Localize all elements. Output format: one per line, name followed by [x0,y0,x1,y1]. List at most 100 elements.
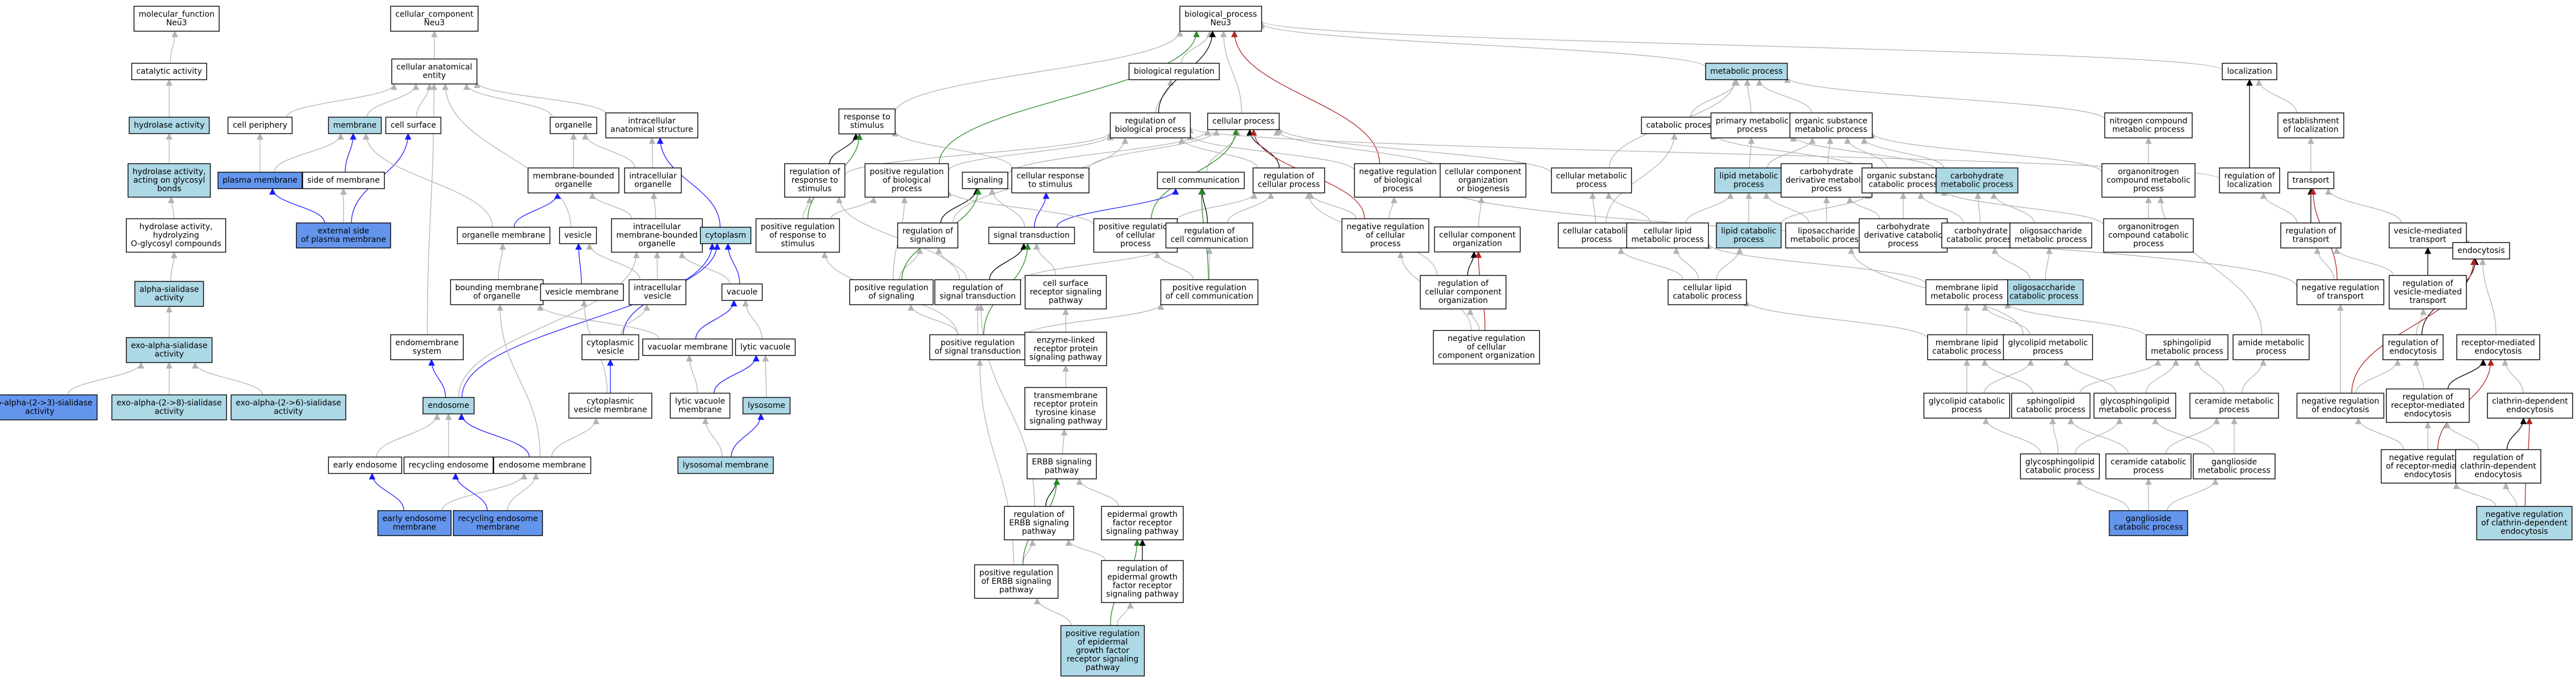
term-label: intracellular [628,117,676,126]
term-label: metabolic process [1941,180,2013,189]
term-box [624,167,682,193]
relation-edge-earlyendomem-to-earlyendo [368,473,404,511]
term-box [642,338,733,356]
term-node-plasmamem: plasma membrane [217,171,303,189]
term-label: glycolipid catabolic [1929,397,2005,406]
relation-edge-glycosphmet-to-sphingomet [2146,359,2180,394]
relation-edge-posregbp-to-regbp [948,133,1114,171]
term-label: metabolic process [2099,406,2171,415]
term-box [1160,279,1259,305]
term-label: O-glycosyl compounds [131,239,221,249]
term-label: of epidermal [1078,638,1128,647]
relation-edge-localization-to-bp [1258,20,2223,71]
term-box [2455,449,2541,484]
relation-edge-regrecmed-to-regendo [2412,359,2424,389]
relation-edge-posregsigtrans-to-posregsig [907,304,959,335]
term-label: side of membrane [307,176,380,185]
term-label: clathrin-dependent [2492,397,2568,406]
term-label: metabolic process [1930,292,2003,301]
term-label: system [413,347,442,356]
term-label: of signal transduction [935,347,1021,356]
term-label: factor receptor [1113,519,1172,528]
term-box [1668,279,1747,305]
relation-edge-lysosome-to-lyticvac [762,355,769,398]
term-label: bounding membrane [455,284,539,293]
relation-edge-posregbp-to-bp [939,30,1200,164]
relation-edge-negregrecmed-to-negregendo [2355,417,2405,450]
term-label: organelle [634,180,671,189]
relation-edge-gangliocat-to-glycosphcat [2076,478,2130,511]
relation-edge-glycosphcat-to-sphingocat [2049,417,2059,454]
term-box [1626,222,1709,249]
term-box [2020,453,2100,479]
term-label: metabolic process [1795,125,1867,134]
term-label: regulation of [902,227,953,236]
term-node-catact: catalytic activity [131,62,207,81]
term-box [784,163,845,198]
term-label: regulation of [952,284,1003,293]
term-box [559,226,597,245]
term-box [974,564,1059,599]
term-label: activity [274,407,303,416]
relation-edge-cellsurf-to-cae [416,83,433,117]
term-label: endocytosis [2404,410,2451,419]
relation-edge-recycendomem-to-recycendo [452,473,488,511]
relation-edge-carbderivcat-to-carbderivmet [1846,196,1880,219]
term-label: anatomical structure [610,125,693,134]
relation-edge-intraorg-to-intraanat [648,137,656,169]
term-label: recycling endosome [409,461,489,470]
term-box [328,116,382,134]
term-label: oligosaccharide [2013,284,2075,293]
term-label: endocytosis [2404,470,2451,479]
term-box [1714,167,1783,193]
term-box [962,171,1008,189]
relation-edge-ccorg2-to-ccorg [1478,196,1485,228]
relation-edge-regbp-to-bioreg [1155,79,1174,113]
relation-edge-exo26-to-exoalpha [191,361,263,395]
term-box [1858,218,1948,253]
term-box [721,283,763,301]
term-label: negative regulation [2302,284,2380,293]
relation-edge-posregegfr-to-regegfr [1116,601,1134,626]
term-label: organelle [555,180,592,189]
term-label: hydrolase activity [134,121,205,130]
relation-edge-intraanat-to-cae [474,81,606,115]
term-box [1941,222,2021,249]
term-box [605,112,698,138]
term-label: cytoplasm [705,231,746,240]
term-label: metabolic process [2198,466,2271,475]
term-label: cell communication [1162,176,1240,185]
term-label: lytic vacuole [675,397,725,406]
relation-edge-cellmet-to-cellproc [1276,127,1552,174]
relation-edge-vacmem-to-vacuole [695,300,738,339]
term-label: catalytic activity [136,67,202,76]
term-box [390,6,479,32]
term-label: ERBB signaling [1032,458,1091,467]
term-label: negative regulation [2486,510,2564,519]
term-label: signaling [910,235,945,245]
term-box [2389,275,2467,310]
term-node-cellperiph: cell periphery [227,116,293,134]
term-label: process [2219,406,2250,415]
term-label: endocytosis [2474,470,2521,479]
term-label: stimulus [798,184,831,193]
term-label: negative regulation [1448,334,1526,343]
term-box [1341,218,1430,253]
